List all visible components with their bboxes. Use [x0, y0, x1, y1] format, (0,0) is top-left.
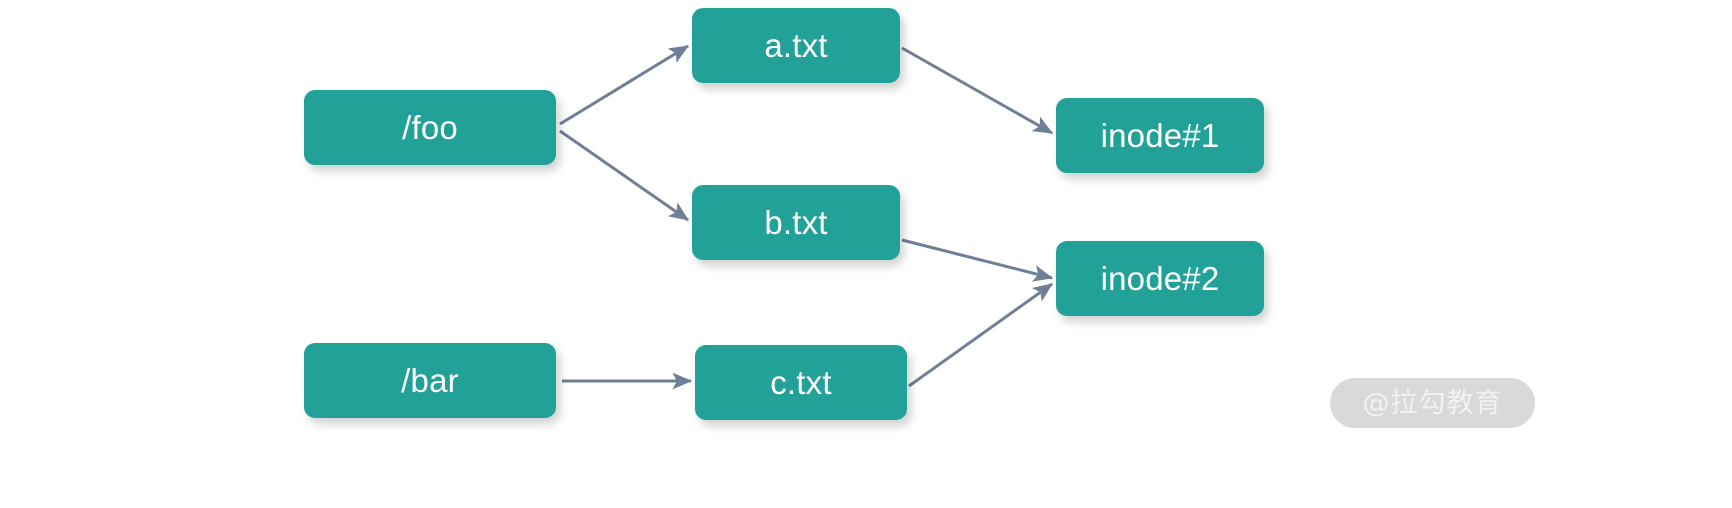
node-bar-label: /bar	[401, 362, 459, 399]
node-inode-2[interactable]: inode#2	[1056, 241, 1264, 316]
edge-ctxt-inode2	[908, 282, 1053, 388]
node-c-txt[interactable]: c.txt	[695, 345, 907, 420]
node-bar[interactable]: /bar	[304, 343, 556, 418]
node-c-txt-label: c.txt	[770, 364, 832, 401]
node-a-txt-label: a.txt	[764, 27, 828, 64]
node-a-txt[interactable]: a.txt	[692, 8, 900, 83]
node-b-txt[interactable]: b.txt	[692, 185, 900, 260]
node-inode-2-label: inode#2	[1100, 260, 1220, 297]
node-foo-label: /foo	[402, 109, 458, 146]
edge-foo-btxt	[559, 129, 689, 222]
node-b-txt-label: b.txt	[764, 204, 828, 241]
edge-btxt-inode2	[901, 238, 1054, 282]
watermark-label: @拉勾教育	[1362, 387, 1503, 419]
edge-foo-atxt	[559, 44, 690, 126]
edge-atxt-inode1	[901, 46, 1054, 135]
watermark-badge: @拉勾教育	[1330, 378, 1535, 428]
node-inode-1[interactable]: inode#1	[1056, 98, 1264, 173]
node-foo[interactable]: /foo	[304, 90, 556, 165]
node-inode-1-label: inode#1	[1100, 117, 1220, 154]
